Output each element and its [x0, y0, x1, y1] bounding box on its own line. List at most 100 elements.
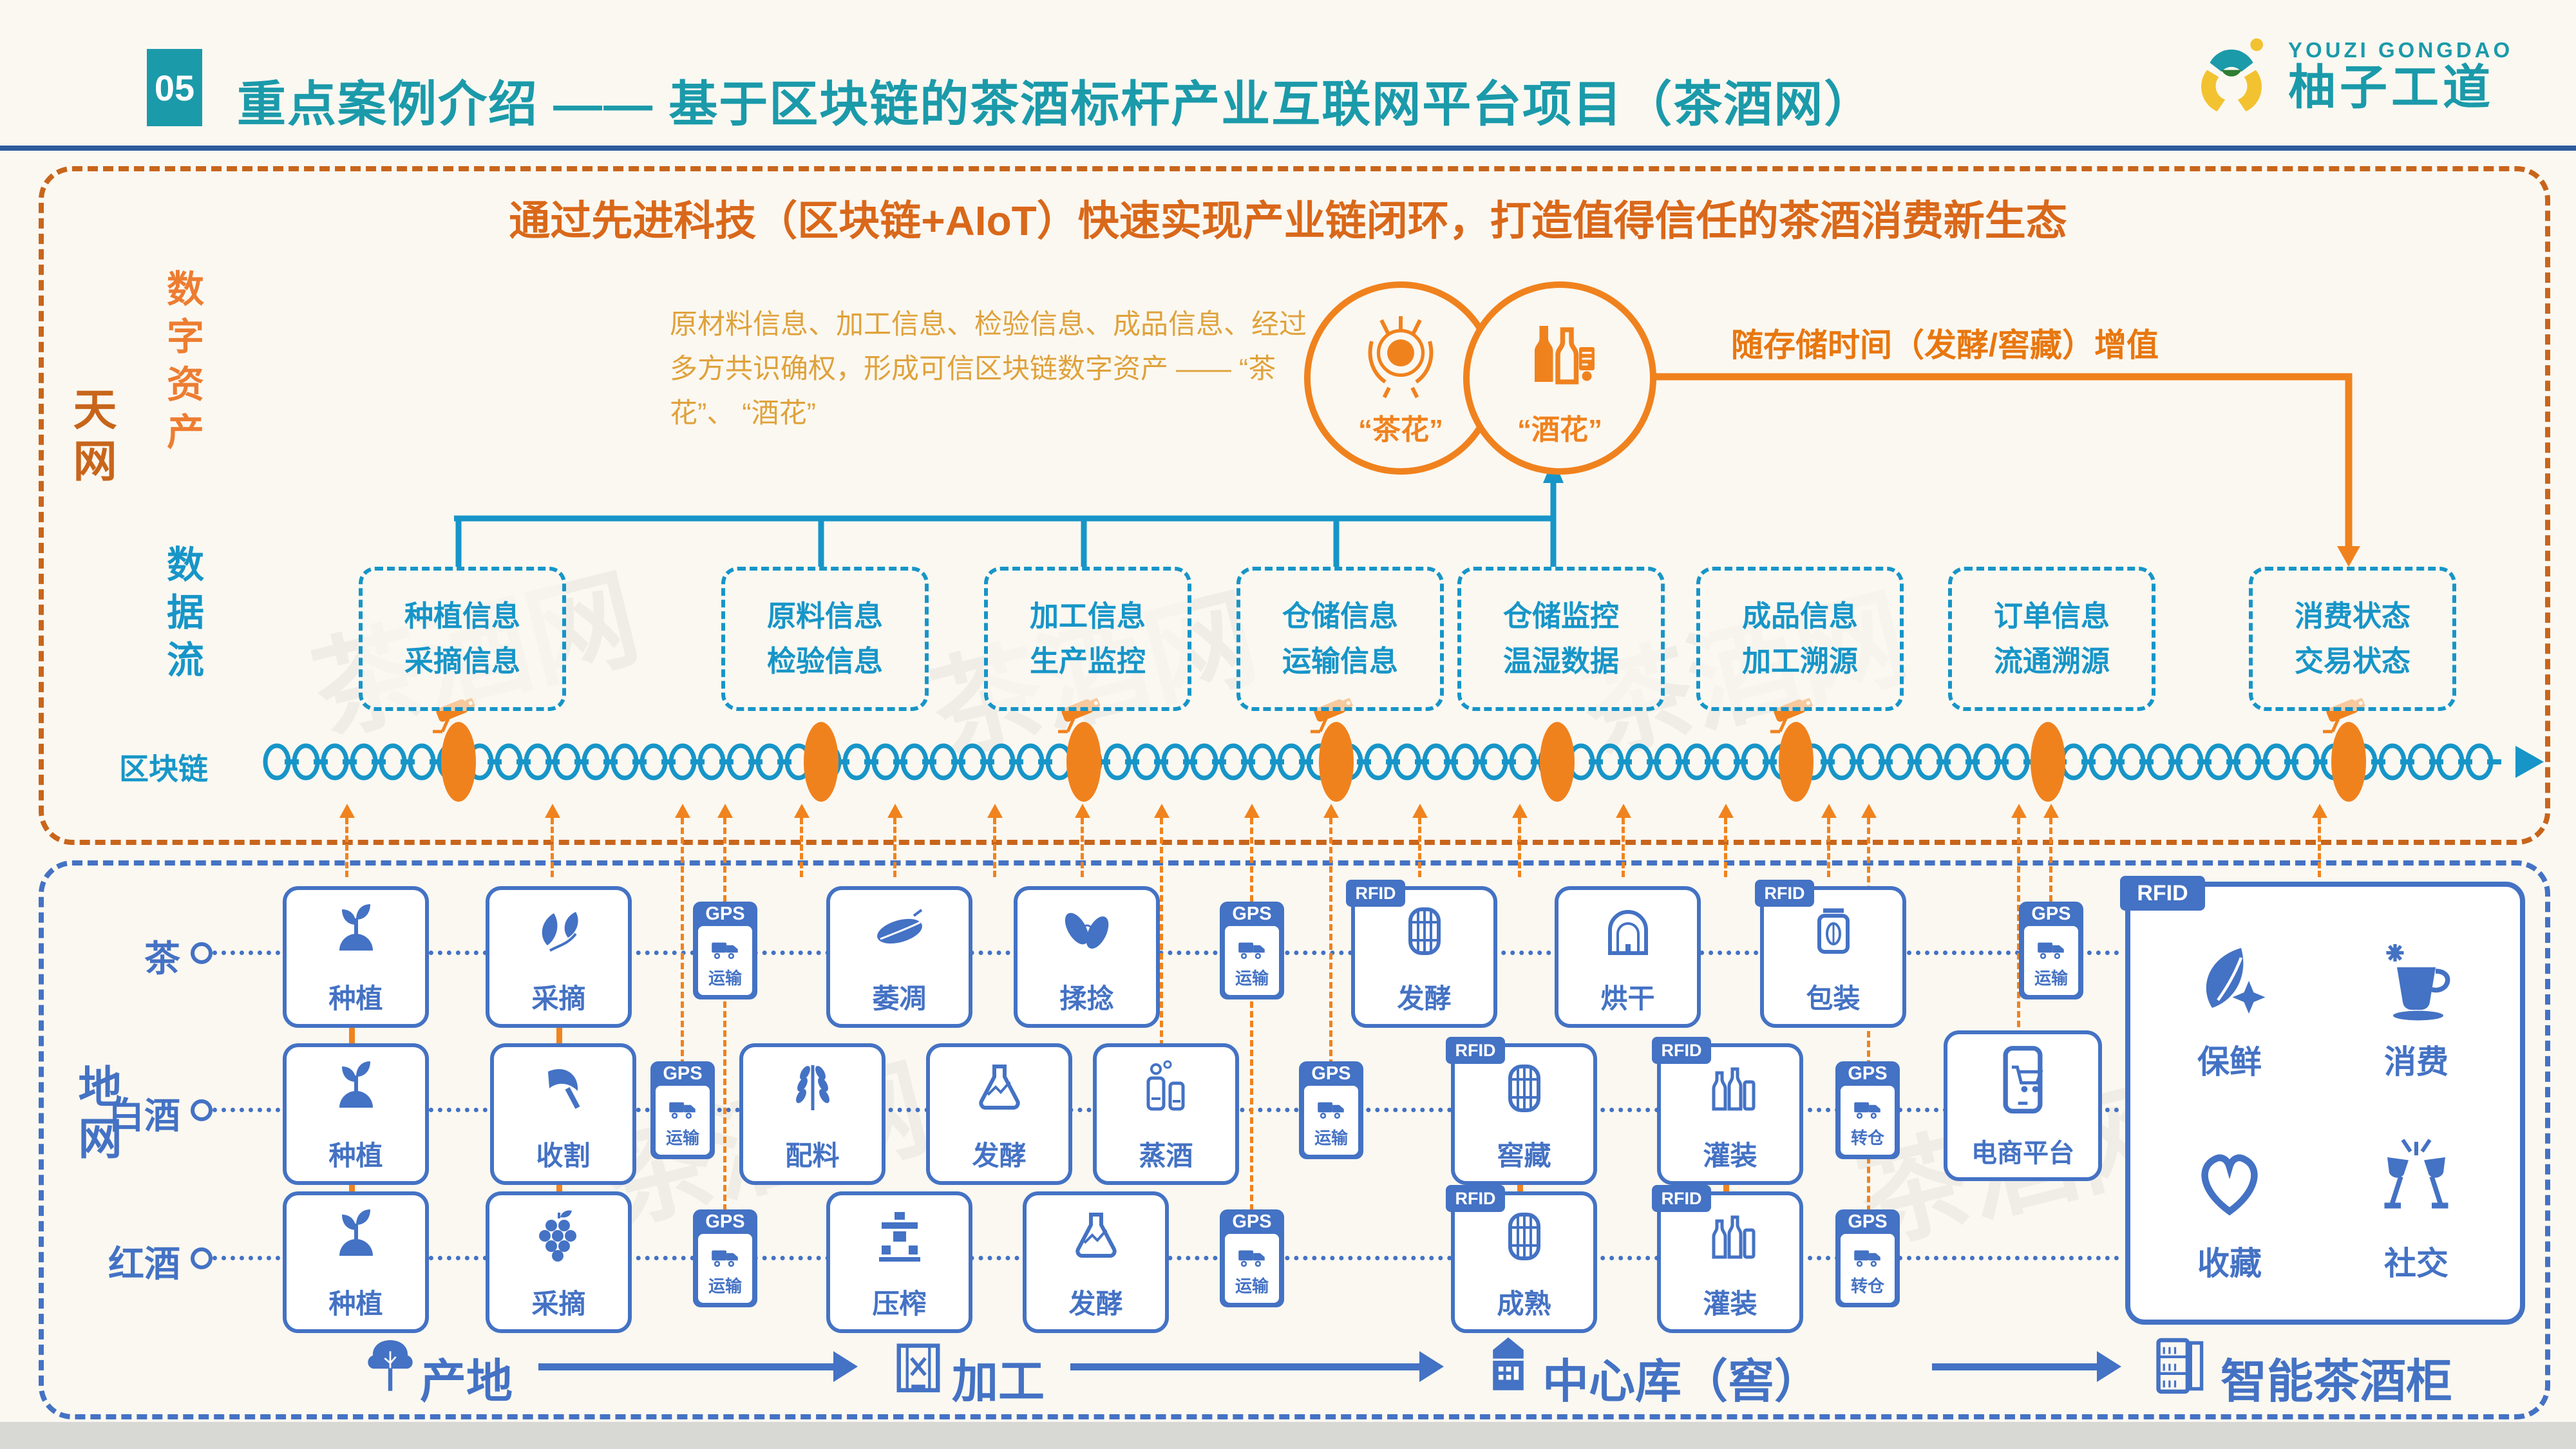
- digital-asset-label: 数字资产: [161, 269, 203, 460]
- up-arrow-line: [2049, 818, 2052, 921]
- ecommerce-label: 电商平台: [1971, 1139, 2074, 1168]
- row-label: 红酒: [108, 1244, 180, 1284]
- process-box-label: 窖藏: [1497, 1141, 1551, 1171]
- barrel-icon: [1508, 1065, 1540, 1112]
- consumer-item-label: 消费: [2384, 1044, 2448, 1080]
- process-box: 烘干: [1555, 886, 1701, 1028]
- smart-cabinet-box: [2125, 882, 2525, 1325]
- up-arrowhead: [1861, 804, 1877, 818]
- process-box-label: 烘干: [1600, 983, 1655, 1014]
- value-note: 随存储时间（发酵/窖藏）增值: [1731, 327, 2159, 363]
- asset-badge: “酒花”: [1463, 281, 1656, 475]
- up-arrowhead: [2011, 804, 2027, 818]
- row-bullet: [191, 942, 213, 964]
- truck-icon: [2038, 942, 2064, 960]
- info-box-line1: 加工信息: [1029, 600, 1146, 633]
- process-box: 发酵: [1351, 886, 1497, 1028]
- process-box-label: 萎凋: [872, 983, 927, 1014]
- process-box: 萎凋: [826, 886, 972, 1028]
- process-box: 配料: [739, 1043, 886, 1185]
- info-box: 仓储监控 温湿数据: [1457, 567, 1665, 711]
- chain-node: [1066, 722, 1101, 802]
- up-arrowhead: [1154, 804, 1170, 818]
- row-link-stub: [556, 1020, 562, 1045]
- sprout-icon: [339, 904, 373, 951]
- sickle-icon: [547, 1069, 580, 1109]
- barrel-icon: [1408, 907, 1441, 955]
- gps-tag-head: GPS: [2031, 903, 2071, 924]
- process-box: 采摘: [486, 1191, 632, 1333]
- up-arrow-line: [1418, 818, 1421, 877]
- ground-net-frame: [39, 860, 2550, 1419]
- process-box: 种植: [283, 1043, 429, 1185]
- gps-tag-head: GPS: [705, 1211, 745, 1232]
- truck-icon: [712, 1250, 738, 1267]
- up-arrow-line: [1329, 818, 1332, 1095]
- truck-icon: [712, 942, 738, 960]
- gps-tag-label: 转仓: [1850, 1128, 1884, 1148]
- process-box-label: 成熟: [1497, 1289, 1551, 1319]
- info-box-line2: 交易状态: [2294, 645, 2410, 677]
- row-label: 茶: [144, 938, 180, 979]
- gps-tag: GPS 运输: [1220, 1209, 1284, 1307]
- process-box: 发酵: [1023, 1191, 1169, 1333]
- rfid-tag: RFID: [1652, 1185, 1711, 1212]
- flow-stage-label: 产地: [420, 1356, 513, 1408]
- sprout-icon: [339, 1061, 373, 1108]
- up-arrowhead: [717, 804, 733, 818]
- up-arrowhead: [339, 804, 355, 818]
- process-box-label: 蒸酒: [1139, 1141, 1193, 1171]
- process-box-label: 种植: [328, 1289, 383, 1319]
- cabinet-icon: [2156, 1338, 2204, 1394]
- process-box: 窖藏: [1451, 1043, 1597, 1185]
- logo-text-cn: 柚子工道: [2288, 61, 2494, 115]
- up-arrowhead: [675, 804, 690, 818]
- chain-node: [441, 722, 476, 802]
- flow-stage-label: 加工: [952, 1356, 1045, 1408]
- gps-tag-label: 转仓: [1850, 1276, 1884, 1296]
- sky-headline: 通过先进科技（区块链+AIoT）快速实现产业链闭环，打造值得信任的茶酒消费新生态: [509, 198, 2067, 244]
- up-arrowhead: [1412, 804, 1428, 818]
- info-box: 加工信息 生产监控: [984, 567, 1191, 711]
- gps-tag-head: GPS: [663, 1063, 703, 1084]
- process-box-label: 配料: [785, 1141, 840, 1171]
- gps-tag: GPS 运输: [650, 1061, 715, 1159]
- sky-net-label: 天网: [66, 386, 115, 489]
- up-arrowhead: [1616, 804, 1631, 818]
- gps-tag: GPS 转仓: [1835, 1209, 1900, 1307]
- info-box: 种植信息 采摘信息: [359, 567, 566, 711]
- cup-icon: [2386, 944, 2450, 1021]
- flow-arrowhead: [833, 1351, 858, 1382]
- chain-node: [804, 722, 838, 802]
- process-box-label: 收割: [536, 1141, 591, 1171]
- consumer-item: 社交: [2365, 1132, 2468, 1284]
- process-box-label: 包装: [1806, 983, 1861, 1014]
- package-icon: [1817, 908, 1850, 954]
- gps-tag-label: 运输: [2034, 969, 2068, 988]
- flask-icon: [1075, 1213, 1117, 1258]
- blockchain-chain: [263, 697, 2544, 802]
- flow-stage-icon-wrap: [884, 1332, 953, 1401]
- up-arrow-line: [1622, 818, 1625, 877]
- process-box-label: 种植: [328, 983, 383, 1014]
- up-arrow-line: [1081, 818, 1084, 877]
- asset-description: 原材料信息、加工信息、检验信息、成品信息、经过多方共识确权，形成可信区块链数字资…: [670, 309, 1307, 429]
- value-connector: [1642, 373, 2360, 567]
- gps-tag-head: GPS: [705, 903, 745, 924]
- leaf-icon: [876, 909, 922, 944]
- row-label: 白酒: [108, 1095, 180, 1136]
- up-arrow-line: [1518, 818, 1521, 877]
- ecommerce-box: 电商平台: [1944, 1030, 2102, 1181]
- consumer-item-label: 收藏: [2197, 1245, 2262, 1282]
- gps-tag-label: 运输: [1235, 1276, 1269, 1296]
- bottles-icon: [1712, 1215, 1755, 1259]
- chain-node: [2031, 722, 2065, 802]
- process-box-label: 采摘: [531, 983, 586, 1014]
- flow-arrowhead: [2097, 1351, 2121, 1382]
- process-box: 包装: [1760, 886, 1906, 1028]
- flow-arrow-line: [1070, 1363, 1421, 1370]
- info-box-line2: 采摘信息: [404, 645, 520, 677]
- leaves-icon: [542, 912, 578, 952]
- process-box: 成熟: [1451, 1191, 1597, 1333]
- up-arrowhead: [887, 804, 903, 818]
